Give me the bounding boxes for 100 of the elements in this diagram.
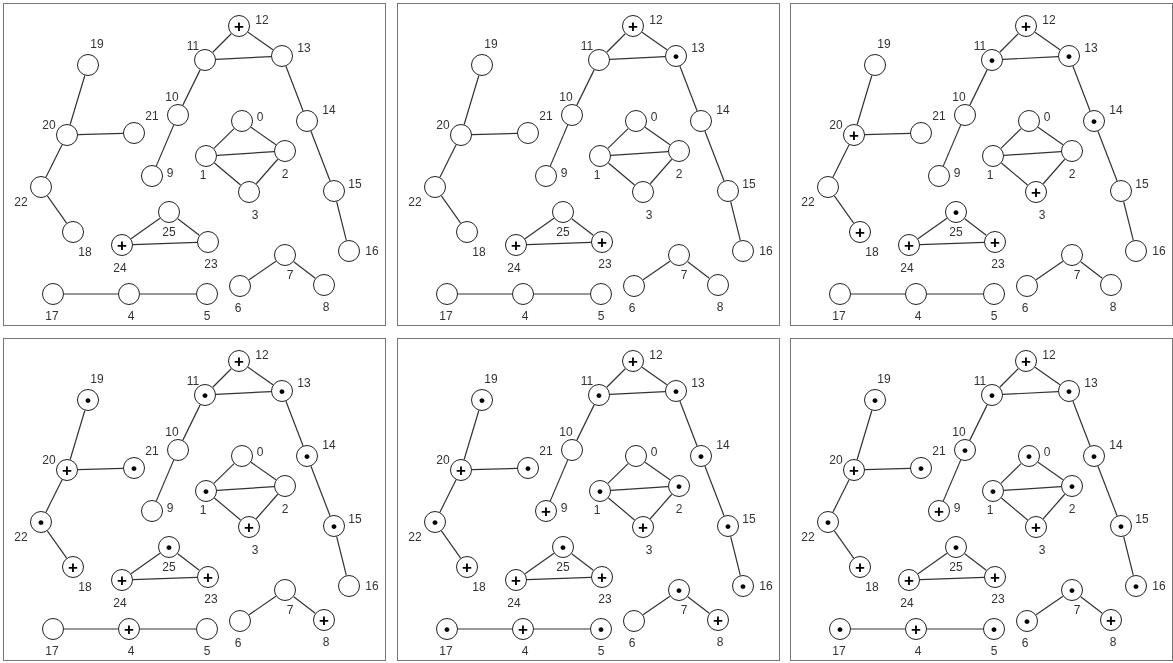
connector-line <box>132 576 198 581</box>
connector-line <box>177 553 200 571</box>
node-symbol: + <box>234 17 244 35</box>
node-symbol: • <box>953 203 959 221</box>
node-symbol: • <box>1069 581 1075 599</box>
node-number: 2 <box>1068 168 1076 180</box>
node-number: 24 <box>113 262 127 274</box>
node-symbol: • <box>1069 477 1075 495</box>
node-number: 6 <box>1021 637 1029 649</box>
node-number: 22 <box>14 196 28 208</box>
connector-line <box>606 33 626 53</box>
connector-line <box>285 400 304 447</box>
node-symbol: • <box>1091 112 1097 130</box>
connector-line <box>1080 261 1103 279</box>
connector-line <box>1003 486 1062 491</box>
connector-line <box>576 404 595 441</box>
node-number: 16 <box>365 245 379 257</box>
connector-line <box>139 628 197 630</box>
node-number: 19 <box>484 38 498 50</box>
node-number: 17 <box>439 310 453 322</box>
node-number: 20 <box>436 119 450 131</box>
node-number: 0 <box>650 111 658 123</box>
node-symbol: + <box>638 518 648 536</box>
node-number: 4 <box>521 645 529 657</box>
node-number: 10 <box>165 426 179 438</box>
node-number: 19 <box>877 373 891 385</box>
connector-line <box>310 465 331 517</box>
node-number: 14 <box>322 104 336 116</box>
node-symbol: • <box>202 386 208 404</box>
node-number: 11 <box>973 40 987 52</box>
connector-line <box>285 65 304 112</box>
node-number: 0 <box>1043 446 1051 458</box>
connector-line <box>77 467 124 471</box>
node-symbol: + <box>511 571 521 589</box>
connector-line <box>549 124 569 167</box>
connector-line <box>182 69 201 106</box>
node-symbol: • <box>740 577 746 595</box>
connector-line <box>310 130 331 182</box>
node-symbol: • <box>872 391 878 409</box>
node-number: 3 <box>1038 544 1046 556</box>
connector-line <box>919 576 985 581</box>
connector-line <box>526 241 592 246</box>
node-number: 19 <box>90 373 104 385</box>
node-number: 16 <box>365 580 379 592</box>
node-number: 18 <box>865 246 879 258</box>
connector-line <box>942 459 962 502</box>
node-symbol: • <box>1024 612 1030 630</box>
panel-box <box>790 3 1173 326</box>
node-number: 23 <box>991 593 1005 605</box>
node-number: 14 <box>716 104 730 116</box>
node-number: 15 <box>1135 178 1149 190</box>
node-number: 15 <box>348 513 362 525</box>
node-number: 9 <box>953 167 961 179</box>
connector-line <box>1123 201 1134 241</box>
node-symbol: + <box>234 352 244 370</box>
node-number: 18 <box>78 246 92 258</box>
node-number: 3 <box>251 544 259 556</box>
node-symbol: • <box>991 620 997 638</box>
connector-line <box>213 497 242 521</box>
node-symbol: • <box>953 538 959 556</box>
node-number: 7 <box>680 269 688 281</box>
connector-line <box>457 293 513 295</box>
connector-line <box>463 409 480 461</box>
node-number: 1 <box>199 169 207 181</box>
node-symbol: • <box>444 620 450 638</box>
node-number: 20 <box>829 119 843 131</box>
connector-line <box>641 31 668 51</box>
node-number: 4 <box>914 645 922 657</box>
node-number: 10 <box>952 426 966 438</box>
node-number: 7 <box>1073 269 1081 281</box>
node-number: 7 <box>680 604 688 616</box>
connector-line <box>1000 463 1022 484</box>
node-number: 3 <box>645 544 653 556</box>
node-number: 24 <box>507 597 521 609</box>
panel-box <box>3 3 386 326</box>
node-symbol: • <box>962 441 968 459</box>
connector-line <box>999 368 1019 388</box>
connector-line <box>609 55 666 61</box>
node-symbol: • <box>990 482 996 500</box>
connector-line <box>63 628 119 630</box>
connector-line <box>177 218 200 236</box>
connector-line <box>649 158 673 185</box>
node-symbol: • <box>725 517 731 535</box>
connector-line <box>45 144 63 178</box>
node-number: 21 <box>932 445 946 457</box>
node-number: 7 <box>286 269 294 281</box>
connector-line <box>250 461 277 481</box>
connector-line <box>649 493 673 520</box>
connector-line <box>215 390 272 396</box>
node-number: 25 <box>556 226 570 238</box>
connector-line <box>969 69 988 106</box>
connector-line <box>704 465 725 517</box>
connector-line <box>607 497 636 521</box>
node-symbol: + <box>1106 611 1116 629</box>
connector-line <box>182 404 201 441</box>
node-number: 11 <box>186 375 200 387</box>
connector-line <box>457 628 513 630</box>
node-number: 13 <box>297 377 311 389</box>
node-number: 4 <box>127 645 135 657</box>
node-number: 8 <box>322 636 330 648</box>
